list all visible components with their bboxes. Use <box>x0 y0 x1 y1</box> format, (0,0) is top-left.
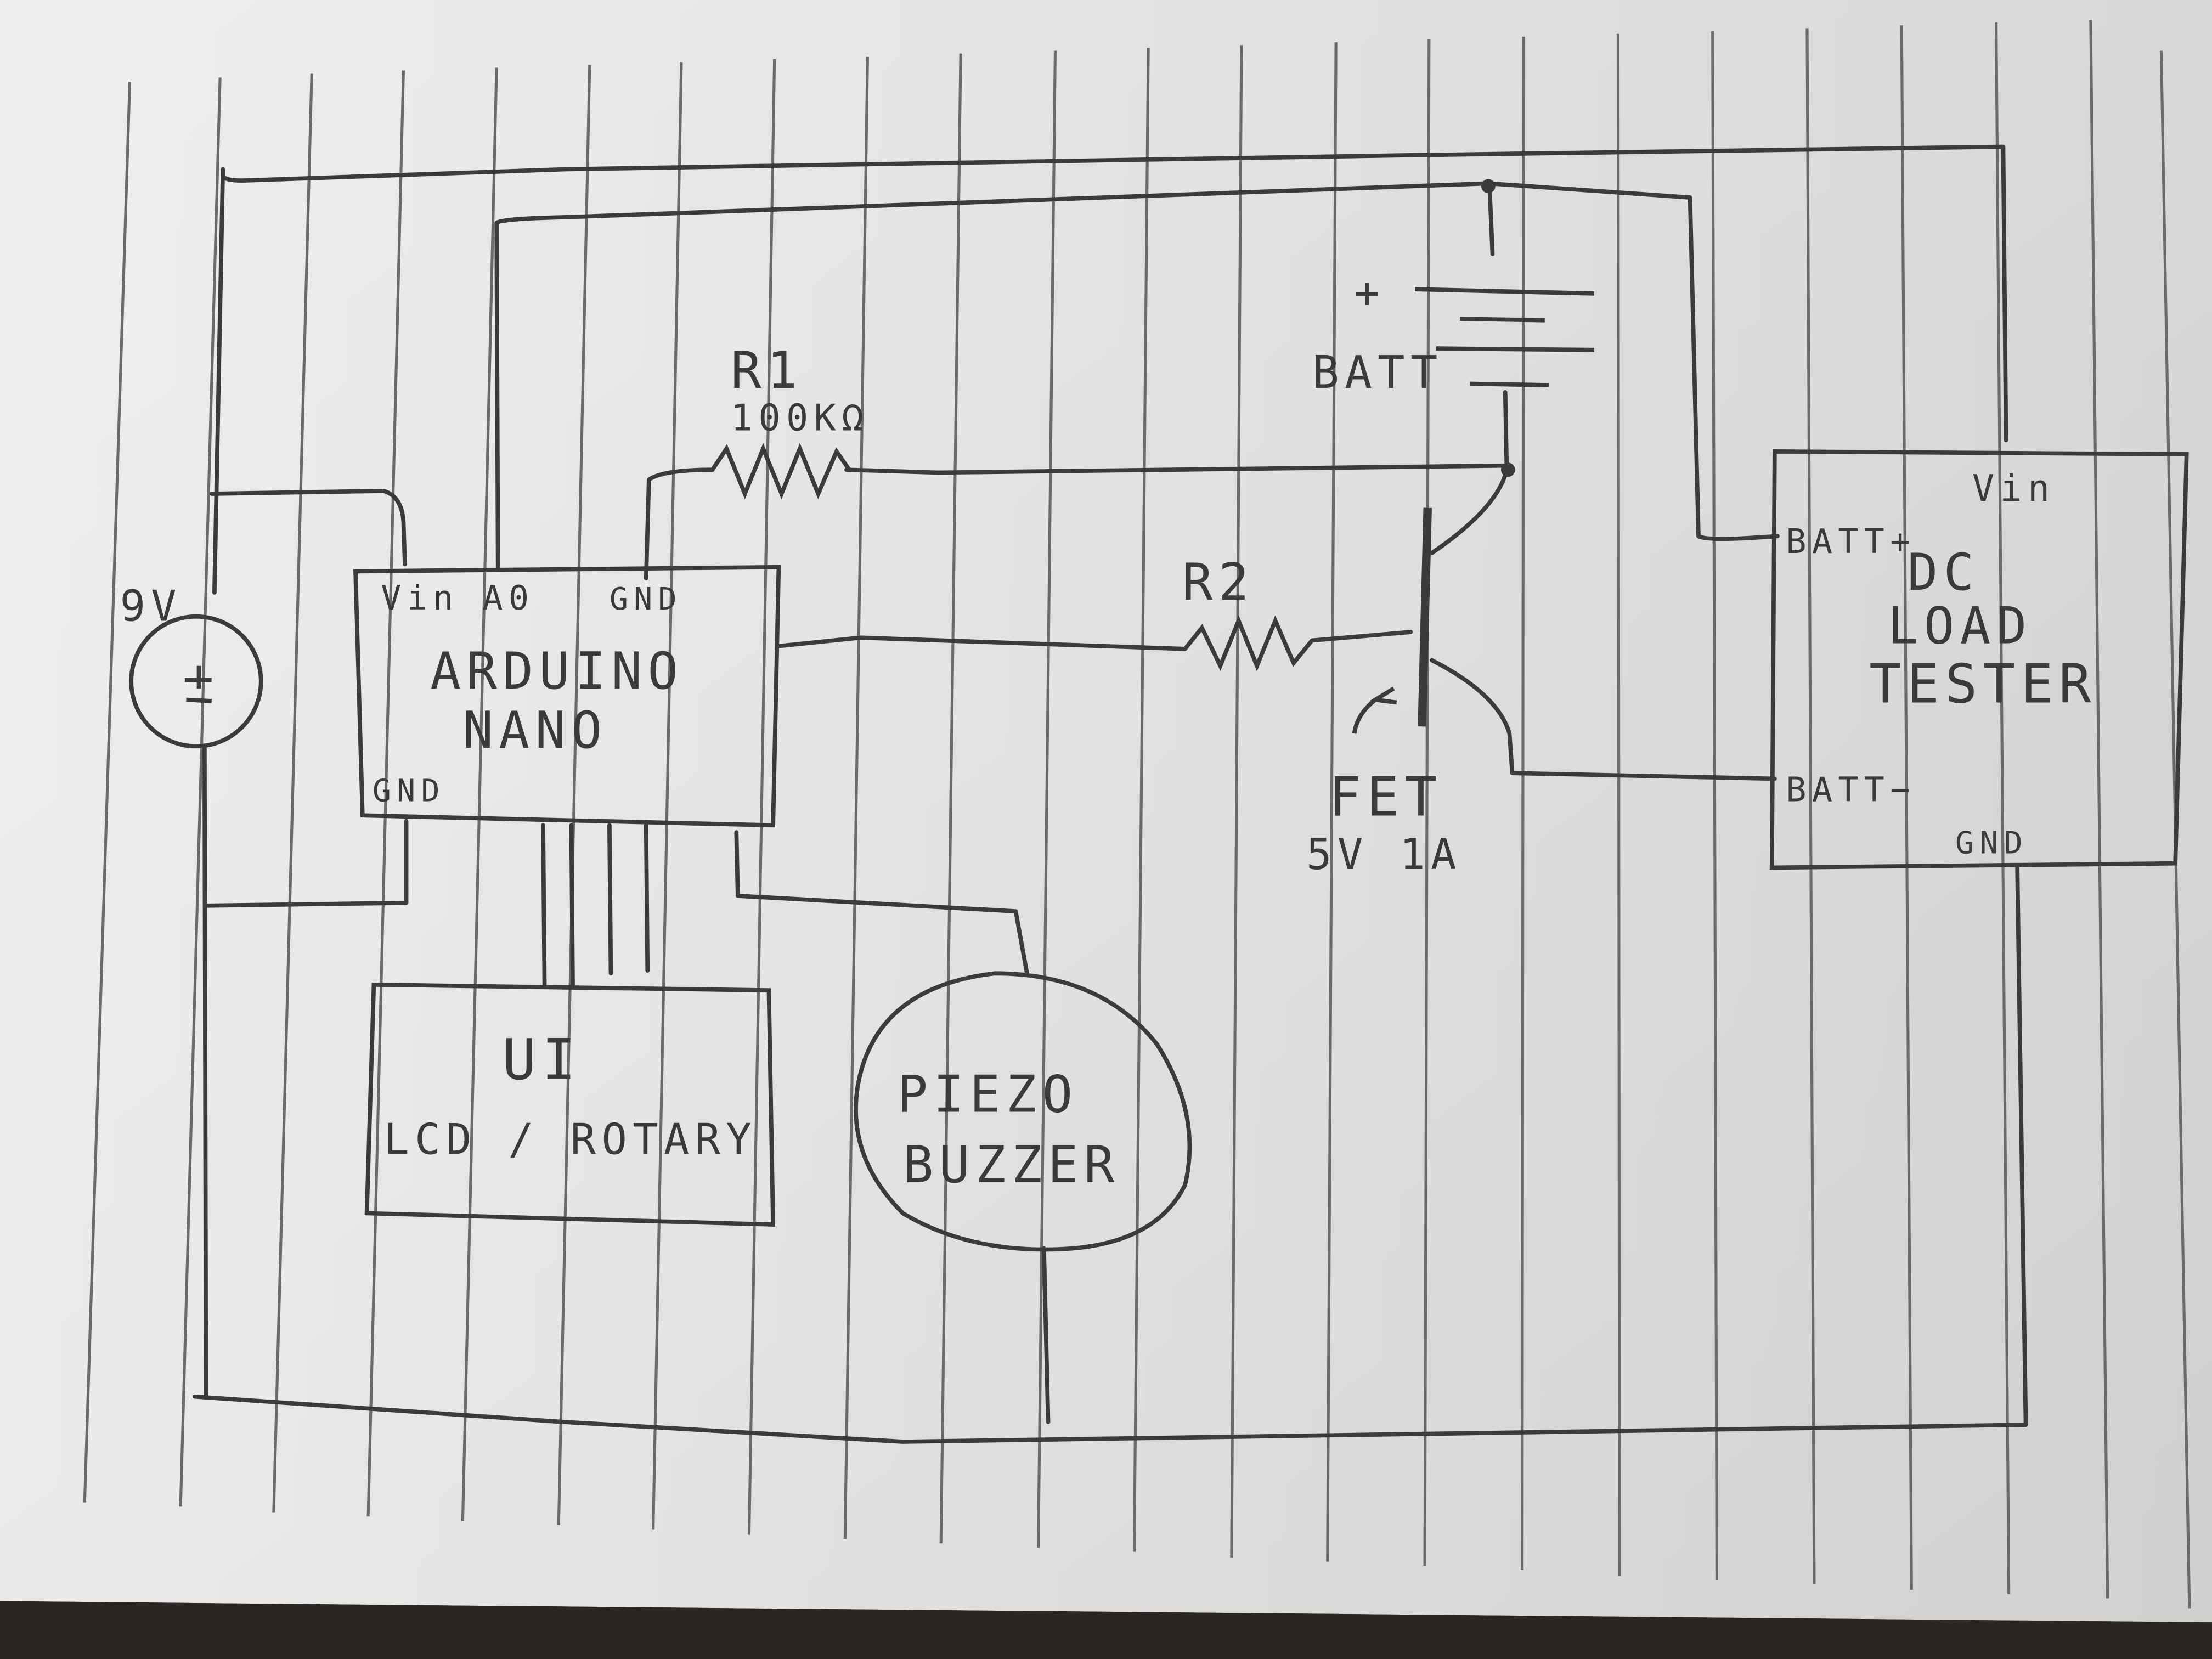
fet-symbol <box>1352 507 1432 734</box>
wire-left-rail-top <box>212 167 225 595</box>
wire-a0-to-node <box>494 181 1491 571</box>
battery-9v-label: 9V <box>120 582 182 631</box>
r2-label: R2 <box>1182 552 1255 612</box>
batt-symbol <box>1415 287 1594 387</box>
wire-arduino-gnd-to-rail <box>204 819 409 908</box>
resistor-r2 <box>1183 615 1314 672</box>
arduino-pin-gnd-bottom: GND <box>373 773 445 809</box>
fet-rating: 5V 1A <box>1306 830 1462 879</box>
arduino-label-1: ARDUINO <box>430 641 684 701</box>
piezo-buzzer-circle <box>854 971 1192 1252</box>
wire-ground-bus <box>193 865 2028 1444</box>
load-tester-label-2: LOAD <box>1888 596 2033 656</box>
wires <box>193 144 2028 1444</box>
wire-arduino-to-piezo <box>734 830 1029 976</box>
wire-ui-2 <box>569 823 575 987</box>
piezo-label-2: BUZZER <box>903 1135 1120 1194</box>
load-tester-pin-gnd: GND <box>1955 825 2028 861</box>
arduino-pin-a0: A0 <box>482 578 534 618</box>
arduino-pin-gnd-top: GND <box>610 581 682 617</box>
wire-r2-to-fet <box>1310 630 1413 643</box>
batt-label: BATT <box>1312 347 1443 399</box>
wire-r1-to-node <box>844 463 1512 475</box>
wire-piezo-to-ground <box>1042 1246 1051 1424</box>
battery-9v <box>129 614 263 749</box>
arduino-label-2: NANO <box>462 701 607 760</box>
wire-ui-3 <box>607 823 613 976</box>
piezo-label-1: PIEZO <box>897 1064 1078 1124</box>
batt-plus: + <box>1355 269 1386 318</box>
arduino-pin-vin: Vin <box>381 578 459 618</box>
wire-rail-to-vin <box>209 489 407 567</box>
wire-arduino-to-r2 <box>776 635 1187 651</box>
resistor-r1 <box>710 443 851 500</box>
wire-ui-4 <box>644 823 650 973</box>
load-tester-pin-vin: Vin <box>1972 467 2056 510</box>
load-tester-label-3: TESTER <box>1869 653 2097 716</box>
wire-node-to-battplus <box>1486 181 1780 541</box>
dc-load-tester-box <box>1769 449 2189 870</box>
wire-left-rail-bottom <box>202 746 208 1399</box>
fet-label: FET <box>1329 766 1442 828</box>
load-tester-pin-battplus: BATT+ <box>1786 522 1916 561</box>
wire-gnd-to-r1 <box>644 467 715 581</box>
arduino-nano-box <box>353 565 781 828</box>
r1-label: R1 <box>731 341 803 400</box>
wire-node-to-fet <box>1430 467 1509 555</box>
ui-box <box>364 982 776 1227</box>
ruled-lines <box>83 19 2191 1609</box>
load-tester-label-1: DC <box>1908 543 1980 602</box>
ui-title: UI <box>502 1028 581 1093</box>
r1-value: 100KΩ <box>731 396 870 439</box>
wire-fet-to-battminus <box>1430 658 1777 781</box>
load-tester-pin-battminus: BATT− <box>1786 770 1916 810</box>
ui-subtitle: LCD / ROTARY <box>383 1115 757 1164</box>
wire-node-to-battery <box>1487 188 1495 256</box>
table-background <box>0 1601 2212 1659</box>
wire-ui-1 <box>541 823 547 987</box>
wire-battery-to-node <box>1503 390 1509 468</box>
junction-dots <box>1481 179 1515 477</box>
